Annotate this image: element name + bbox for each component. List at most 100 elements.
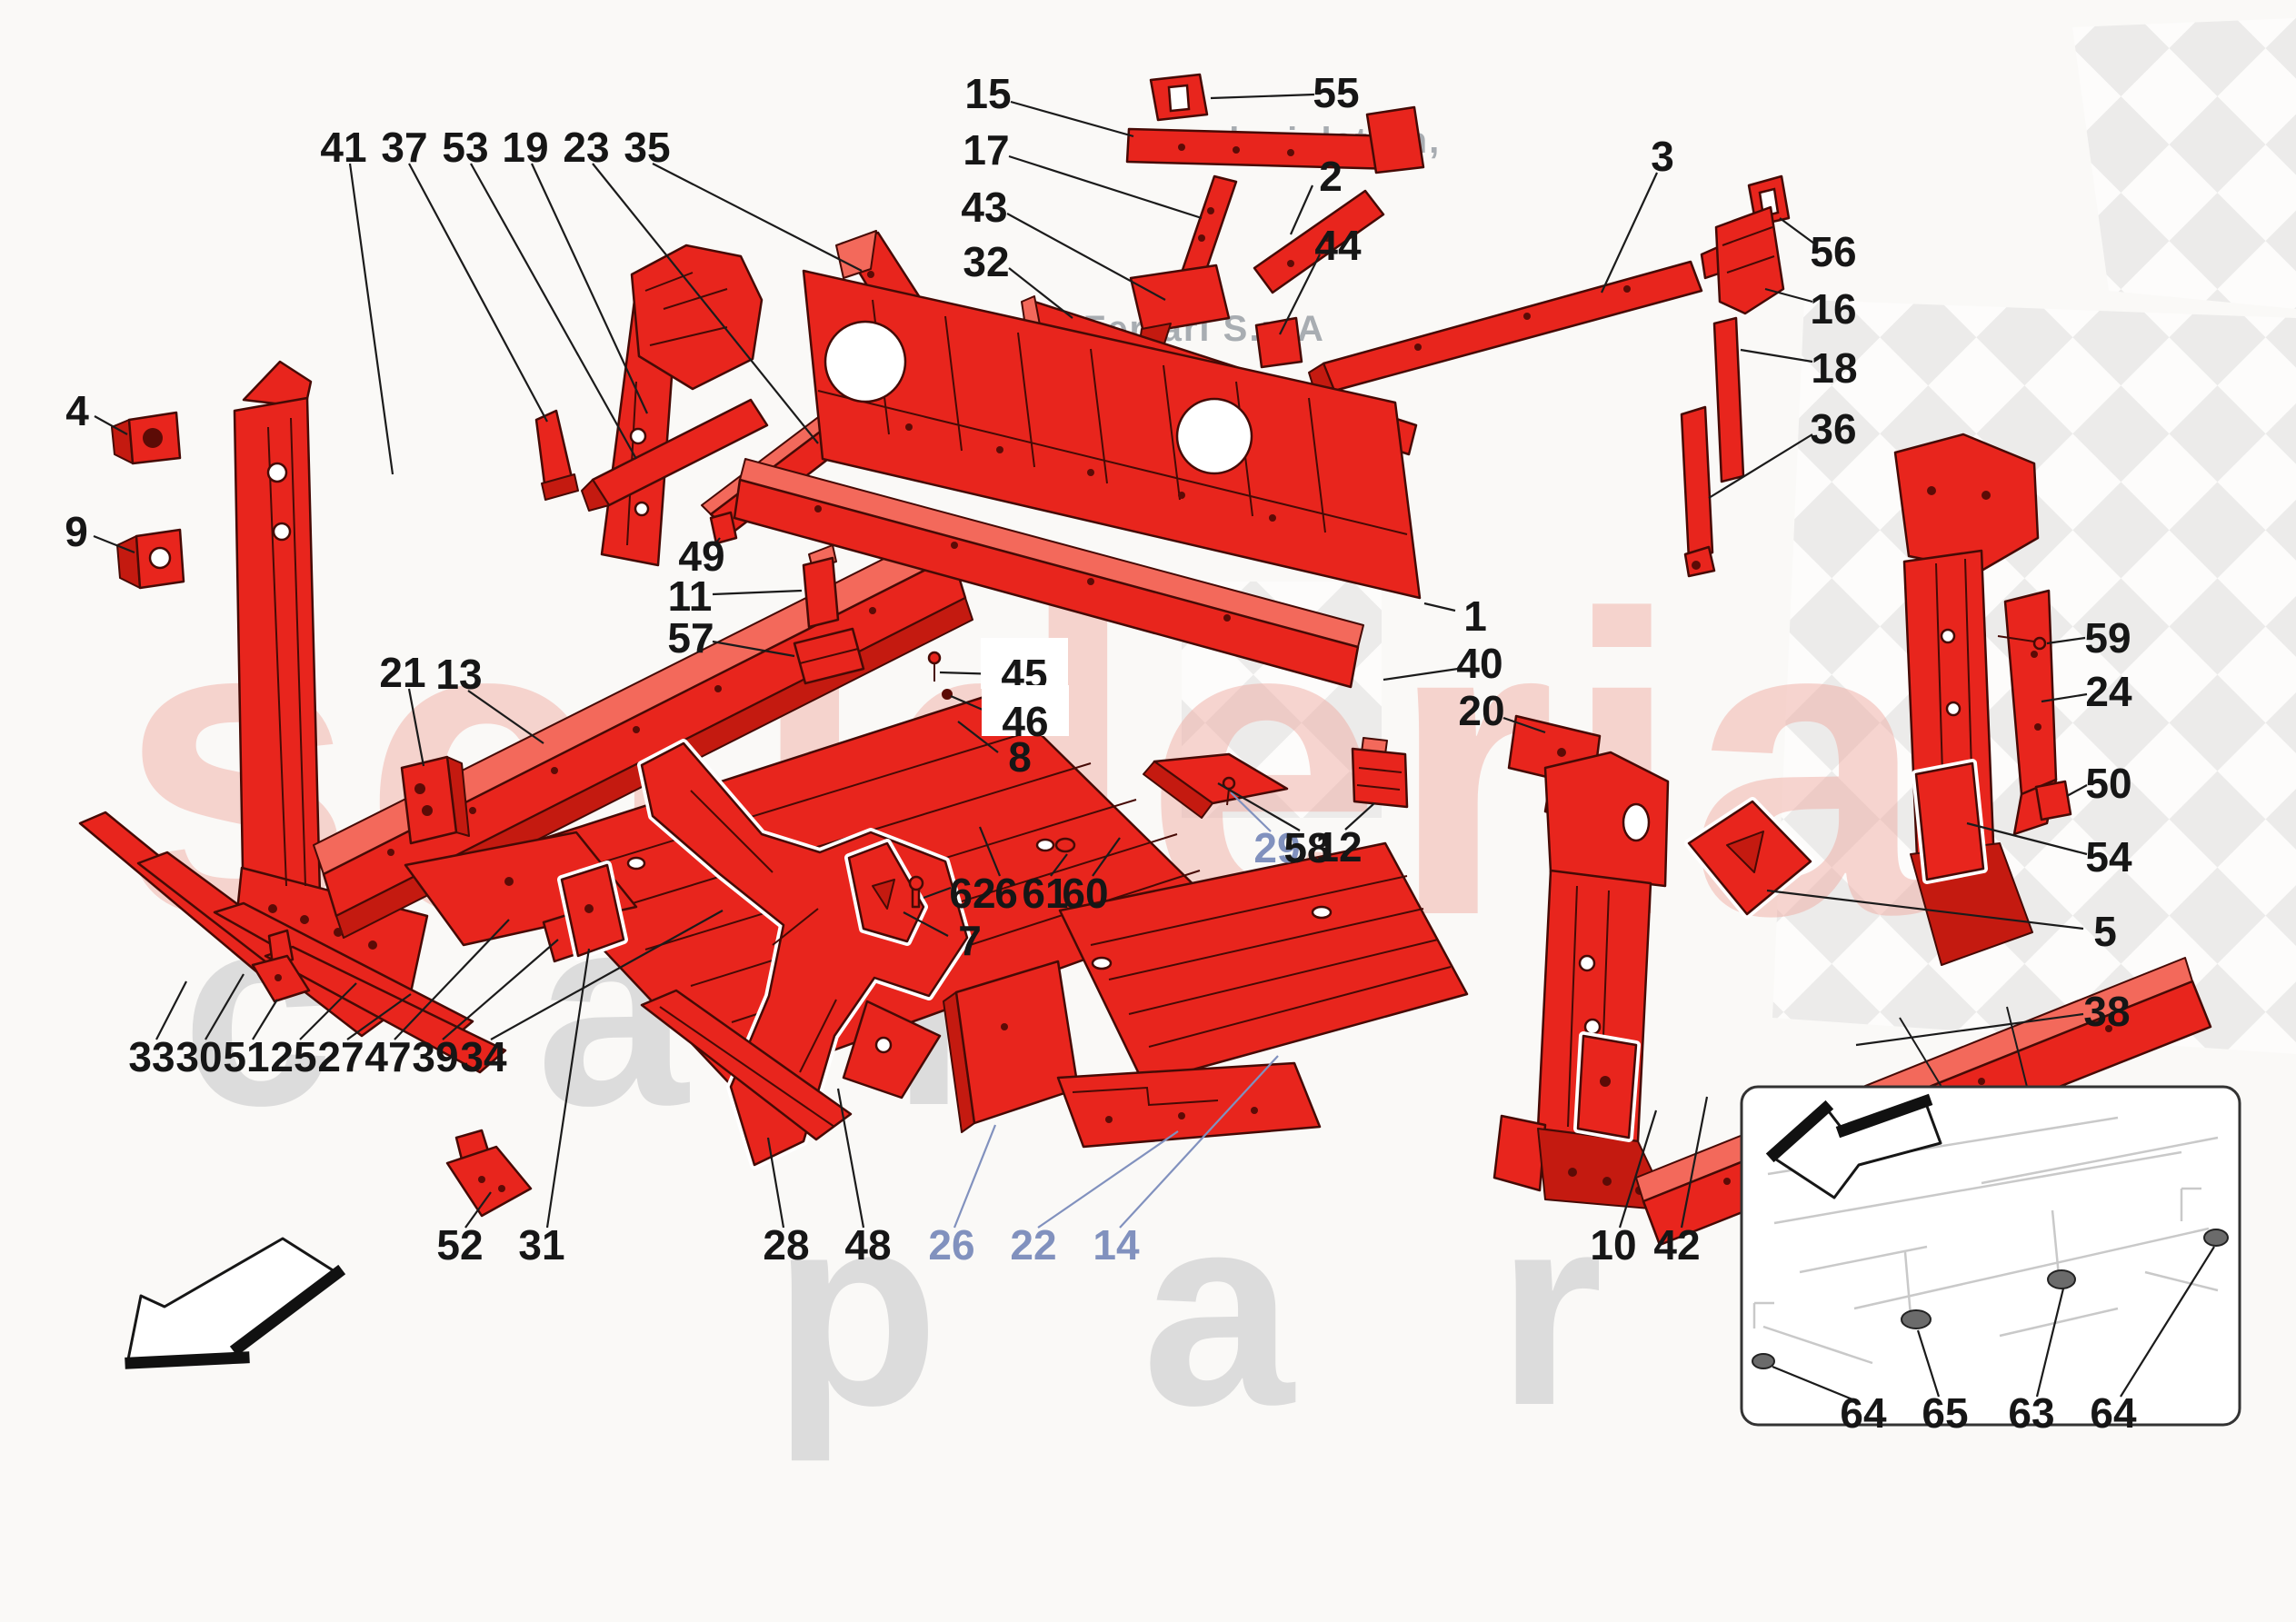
leader-line-5-60 <box>1766 889 2084 930</box>
part-label-36-17: 36 <box>1810 405 1856 453</box>
part-1-rear-bulkhead <box>802 269 1422 600</box>
leader-line-32-9 <box>1008 267 1073 319</box>
part-49-clip <box>709 511 738 545</box>
part-9-bracket <box>116 528 185 590</box>
inset-plugs <box>1752 1229 2229 1369</box>
leader-line-56-14 <box>1779 217 1815 244</box>
detail-inset-box <box>1740 1006 2241 1427</box>
leader-line-44-12 <box>1279 254 1321 335</box>
leader-line-39-45 <box>442 939 559 1040</box>
part-46-plug <box>942 689 953 700</box>
leader-line-37-1 <box>408 163 548 423</box>
inset-direction-arrow-icon <box>1765 1093 1942 1199</box>
part-label-62-34: 62 <box>949 870 995 917</box>
part-12-bracket <box>1351 737 1409 809</box>
leader-line-51-41 <box>252 999 278 1040</box>
part-59-pin <box>1997 635 2047 651</box>
part-42-bracket <box>1573 1031 1641 1142</box>
leader-line-49-20 <box>714 537 721 546</box>
part-label-24-57: 24 <box>2085 668 2132 715</box>
part-48-gusset <box>842 1000 942 1100</box>
leader-line-9-19 <box>93 534 135 554</box>
part-label-34-46: 34 <box>460 1033 507 1080</box>
leader-line-7-38 <box>903 911 949 937</box>
part-7-bracket <box>844 839 928 946</box>
part-label-3-13: 3 <box>1651 133 1674 180</box>
leader-line-48-50 <box>836 1088 865 1229</box>
part-label-11-21: 11 <box>668 572 713 620</box>
part-label-38-61: 38 <box>2083 988 2130 1035</box>
part-45-screw <box>927 651 942 682</box>
part-label-64-62: 64 <box>1840 1389 1887 1437</box>
leader-line-54-59 <box>1966 821 2088 856</box>
part-label-19-3: 19 <box>502 124 548 171</box>
part-label-29-31: 29 <box>1253 824 1300 871</box>
part-label-59-56: 59 <box>2084 614 2131 662</box>
part-label-21-23: 21 <box>379 649 425 696</box>
part-14-floor-panel <box>1058 841 1469 1085</box>
inset-sketch <box>1752 1116 2219 1365</box>
leader-line-41-0 <box>348 163 394 475</box>
part-label-63-64: 63 <box>2008 1389 2054 1437</box>
part-label-30-40: 30 <box>175 1033 222 1080</box>
leader-line-28-49 <box>766 1137 785 1229</box>
direction-arrow-icon <box>125 1237 346 1369</box>
part-label-53-2: 53 <box>442 124 488 171</box>
leader-line-1-28 <box>1423 602 1456 612</box>
part-44-bracket <box>1254 316 1303 369</box>
part-40-rail <box>733 458 1364 689</box>
part-label-47-44: 47 <box>364 1033 411 1080</box>
part-label-8-27: 8 <box>1008 733 1032 781</box>
leader-line-27-43 <box>346 993 412 1040</box>
leader-line-25-42 <box>299 982 357 1040</box>
part-label-1-28: 1 <box>1463 592 1487 640</box>
part-label-40-29: 40 <box>1456 640 1502 687</box>
part-label-33-39: 33 <box>128 1033 175 1080</box>
leader-line-58-32 <box>1217 782 1301 831</box>
part-18-strip <box>1712 316 1745 483</box>
leader-line-59-56 <box>2046 636 2086 645</box>
leader-line-14-53 <box>1119 1055 1279 1229</box>
part-17-strip <box>1180 174 1238 280</box>
part-58-bracket <box>1143 752 1289 819</box>
part-label-61-36: 61 <box>1022 870 1068 917</box>
part-label-42-55: 42 <box>1653 1221 1700 1269</box>
part-label-5-60: 5 <box>2093 908 2117 955</box>
part-54-bracket <box>1912 759 1988 884</box>
leader-line-38-61 <box>1855 1012 2084 1047</box>
leader-line-61-36 <box>1050 853 1068 877</box>
part-label-39-45: 39 <box>412 1033 458 1080</box>
leader-line-12-33 <box>1344 802 1375 831</box>
leader-line-16-15 <box>1764 287 1813 304</box>
part-53-rail <box>581 398 769 512</box>
part-62-bolt <box>908 875 924 909</box>
leader-line-24-57 <box>2041 692 2088 703</box>
part-label-7-38: 7 <box>958 917 982 964</box>
part-label-12-33: 12 <box>1315 823 1362 871</box>
part-label-25-42: 25 <box>270 1033 316 1080</box>
part-label-41-0: 41 <box>320 124 366 171</box>
part-label-57-22: 57 <box>667 614 714 662</box>
leader-line-3-13 <box>1601 172 1658 294</box>
part-label-32-9: 32 <box>963 238 1009 285</box>
part-label-13-24: 13 <box>435 651 482 698</box>
part-label-64-65: 64 <box>2090 1389 2137 1437</box>
leader-line-65-63 <box>1916 1329 1941 1398</box>
part-label-58-32: 58 <box>1283 824 1330 871</box>
part-55-clip <box>1149 73 1209 122</box>
part-label-16-15: 16 <box>1810 285 1856 333</box>
part-label-15-6: 15 <box>964 70 1011 117</box>
leader-line-50-58 <box>2066 784 2088 797</box>
leader-line-19-3 <box>531 163 648 414</box>
leader-line-10-54 <box>1618 1110 1658 1229</box>
part-51-bracket <box>251 929 311 1003</box>
part-label-43-8: 43 <box>961 184 1007 231</box>
leader-line-11-21 <box>712 589 803 596</box>
part-label-28-49: 28 <box>763 1221 809 1269</box>
part-26-panel <box>943 960 1080 1133</box>
leader-line-42-55 <box>1680 1096 1709 1229</box>
leader-line-34-46 <box>490 910 724 1040</box>
leader-line-26-51 <box>953 1124 997 1229</box>
leader-line-33-39 <box>155 980 187 1040</box>
